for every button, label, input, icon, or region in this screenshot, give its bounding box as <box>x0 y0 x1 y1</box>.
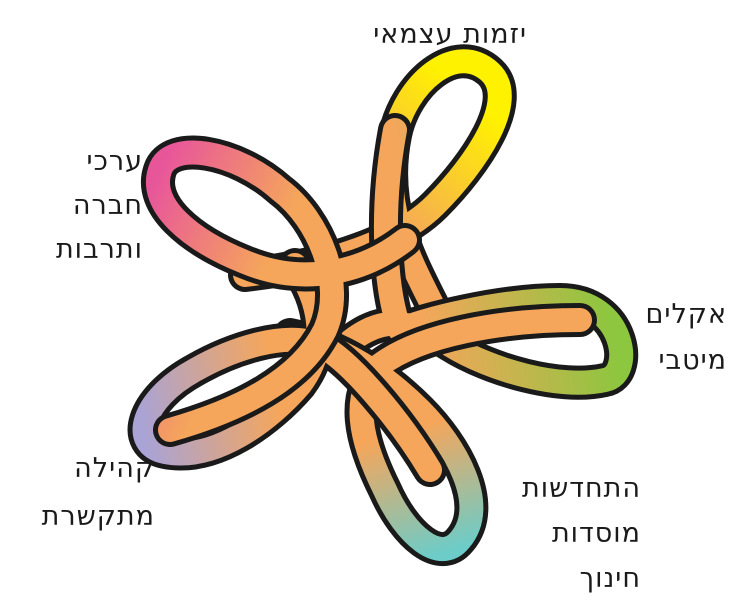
petal-label-line: ותרבות <box>55 234 143 265</box>
petal-label-line: חברה <box>72 190 143 221</box>
petal-loop-bottom-right <box>278 308 592 561</box>
petal-label-line: חינוך <box>579 563 641 594</box>
petal-label-line: ערכי <box>86 146 143 177</box>
petal-label-line: אקלים <box>645 299 727 330</box>
petal-label-line: מיטבי <box>658 345 727 376</box>
petal-label-line: התחדשות <box>522 473 641 504</box>
petal-label-right: אקלים מיטבי <box>645 292 727 384</box>
petal-label-line: מתקשרת <box>41 501 155 532</box>
petal-loop-top-left <box>146 140 417 442</box>
petal-label-top-left: ערכי חברה ותרבות <box>56 140 143 272</box>
petal-label-line: קהילה <box>74 453 155 484</box>
petal-label-bottom-right: התחדשות מוסדות חינוך <box>522 466 641 601</box>
petal-label-line: יזמות עצמאי <box>373 19 527 50</box>
petal-label-line: מוסדות <box>551 518 641 549</box>
petal-label-top: יזמות עצמאי <box>373 15 527 55</box>
petal-label-bottom-left: קהילה מתקשרת <box>42 445 155 541</box>
